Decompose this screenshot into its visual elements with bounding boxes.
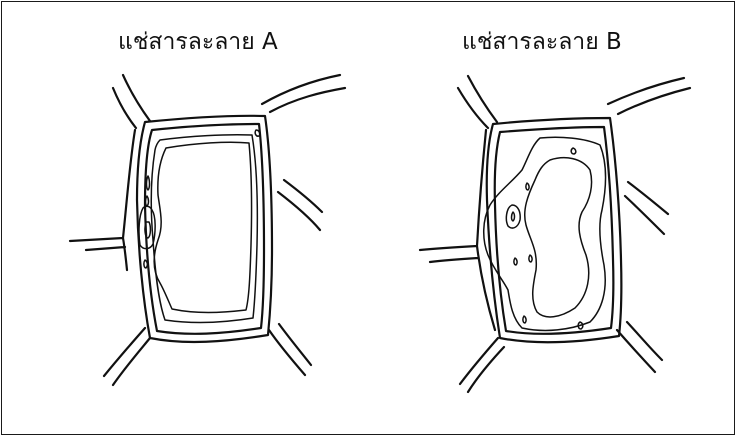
cell-a-organelles [139,130,260,268]
cell-a-vacuole [154,142,251,312]
cell-a-neighbor-walls [70,75,345,385]
cell-a [70,75,345,385]
cell-b-neighbor-walls [420,76,690,392]
cell-b-vacuole [525,158,592,317]
cell-b-wall-inner [495,127,614,334]
cell-a-membrane [151,135,257,323]
cell-b [420,76,690,392]
cell-b-wall-outer [487,118,622,342]
